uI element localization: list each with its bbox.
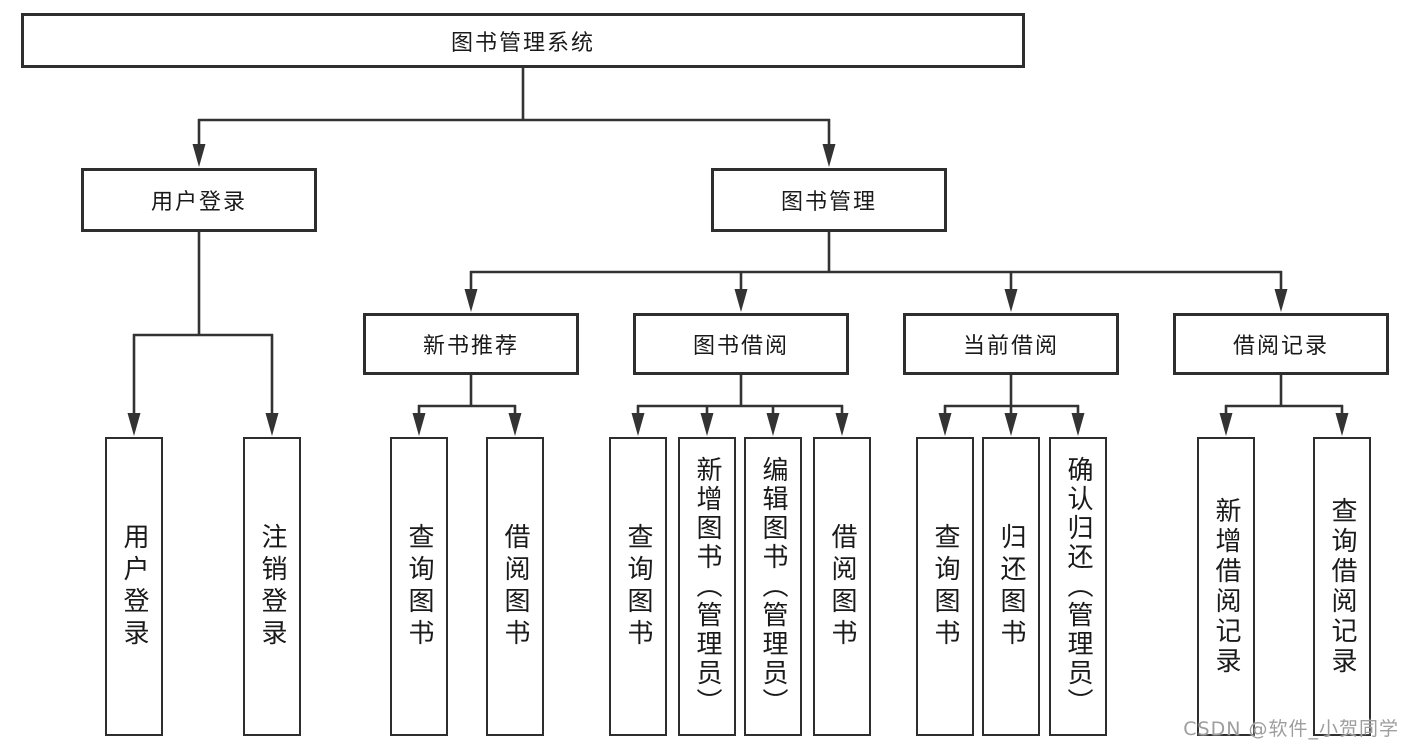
leaf-add-borrow-record-label: 新增借阅记录 bbox=[1211, 496, 1241, 677]
leaf-add-books-admin-label: 新增图书（管理员） bbox=[692, 456, 722, 717]
node-root-label: 图书管理系统 bbox=[450, 30, 595, 56]
leaf-query-books-recommend-label: 查询图书 bbox=[404, 522, 434, 651]
leaf-user-login-label: 用户登录 bbox=[119, 522, 149, 651]
node-current-borrow-label: 当前借阅 bbox=[962, 334, 1059, 359]
leaf-borrow-books: 借阅图书 bbox=[813, 437, 871, 736]
leaf-query-borrow-record-label: 查询借阅记录 bbox=[1327, 496, 1357, 677]
leaf-query-borrow-record: 查询借阅记录 bbox=[1313, 437, 1371, 736]
leaf-add-borrow-record: 新增借阅记录 bbox=[1197, 437, 1255, 736]
node-root: 图书管理系统 bbox=[21, 13, 1025, 68]
leaf-query-books-borrow: 查询图书 bbox=[609, 437, 667, 736]
leaf-query-books-current: 查询图书 bbox=[916, 437, 974, 736]
node-current-borrow: 当前借阅 bbox=[903, 313, 1119, 375]
leaf-return-books-label: 归还图书 bbox=[996, 522, 1026, 651]
leaf-borrow-books-label: 借阅图书 bbox=[827, 522, 857, 651]
leaf-confirm-return-admin-label: 确认归还（管理员） bbox=[1063, 456, 1093, 717]
node-borrow-record-label: 借阅记录 bbox=[1232, 334, 1329, 359]
node-new-book-recommend: 新书推荐 bbox=[363, 313, 579, 375]
node-book-management-label: 图书管理 bbox=[780, 190, 877, 215]
node-user-login: 用户登录 bbox=[81, 168, 317, 232]
node-book-borrow: 图书借阅 bbox=[633, 313, 849, 375]
leaf-query-books-borrow-label: 查询图书 bbox=[623, 522, 653, 651]
leaf-logout: 注销登录 bbox=[243, 437, 301, 736]
leaf-edit-books-admin-label: 编辑图书（管理员） bbox=[758, 456, 788, 717]
leaf-borrow-books-recommend-label: 借阅图书 bbox=[500, 522, 530, 651]
leaf-logout-label: 注销登录 bbox=[257, 522, 287, 651]
leaf-confirm-return-admin: 确认归还（管理员） bbox=[1049, 437, 1107, 736]
leaf-borrow-books-recommend: 借阅图书 bbox=[486, 437, 544, 736]
leaf-query-books-recommend: 查询图书 bbox=[390, 437, 448, 736]
csdn-watermark: CSDN @软件_小贺同学 bbox=[1183, 718, 1399, 740]
leaf-return-books: 归还图书 bbox=[982, 437, 1040, 736]
leaf-edit-books-admin: 编辑图书（管理员） bbox=[744, 437, 802, 736]
node-book-borrow-label: 图书借阅 bbox=[692, 334, 789, 359]
leaf-user-login: 用户登录 bbox=[105, 437, 163, 736]
node-book-management: 图书管理 bbox=[711, 168, 947, 232]
leaf-query-books-current-label: 查询图书 bbox=[930, 522, 960, 651]
node-user-login-label: 用户登录 bbox=[150, 190, 247, 215]
node-new-book-recommend-label: 新书推荐 bbox=[422, 334, 519, 359]
node-borrow-record: 借阅记录 bbox=[1173, 313, 1389, 375]
leaf-add-books-admin: 新增图书（管理员） bbox=[678, 437, 736, 736]
